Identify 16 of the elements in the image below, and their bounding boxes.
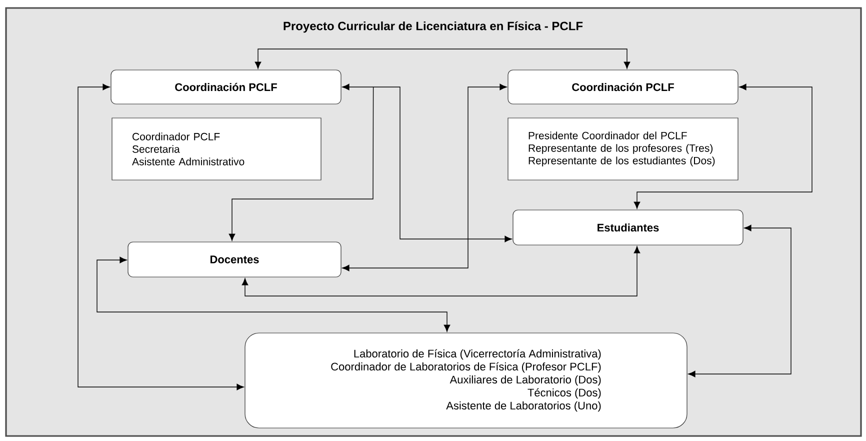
process-box: Laboratorio de Física (Vicerrectoría Administrativa) Coordinador de Laboratorios de Física (Profesor PCLF) Auxiliares de Laboratorio (Dos) Técnicos (Dos) Asistente de Laboratorios (Uno) bbox=[244, 332, 688, 428]
title-text: Proyecto Curricular de Licenciatura en Física - PCLF bbox=[284, 21, 583, 33]
arrow bbox=[634, 84, 812, 209]
arrow bbox=[688, 224, 792, 378]
info-box: Coordinador PCLF Secretaria Asistente Administrativo bbox=[112, 118, 322, 180]
arrow bbox=[242, 246, 640, 296]
process-box: Coordinación PCLF bbox=[110, 70, 342, 104]
process-box: Docentes bbox=[128, 242, 342, 278]
arrow bbox=[342, 84, 507, 272]
info-box: Presidente Coordinador del PCLF Representante de los profesores (Tres) Representante de los estudiantes (Dos) bbox=[508, 118, 738, 180]
arrow bbox=[78, 84, 244, 390]
process-box: Coordinación PCLF bbox=[508, 70, 738, 104]
arrow bbox=[228, 84, 512, 242]
arrow bbox=[254, 48, 630, 69]
arrow bbox=[96, 256, 450, 332]
process-box: Estudiantes bbox=[512, 210, 744, 246]
